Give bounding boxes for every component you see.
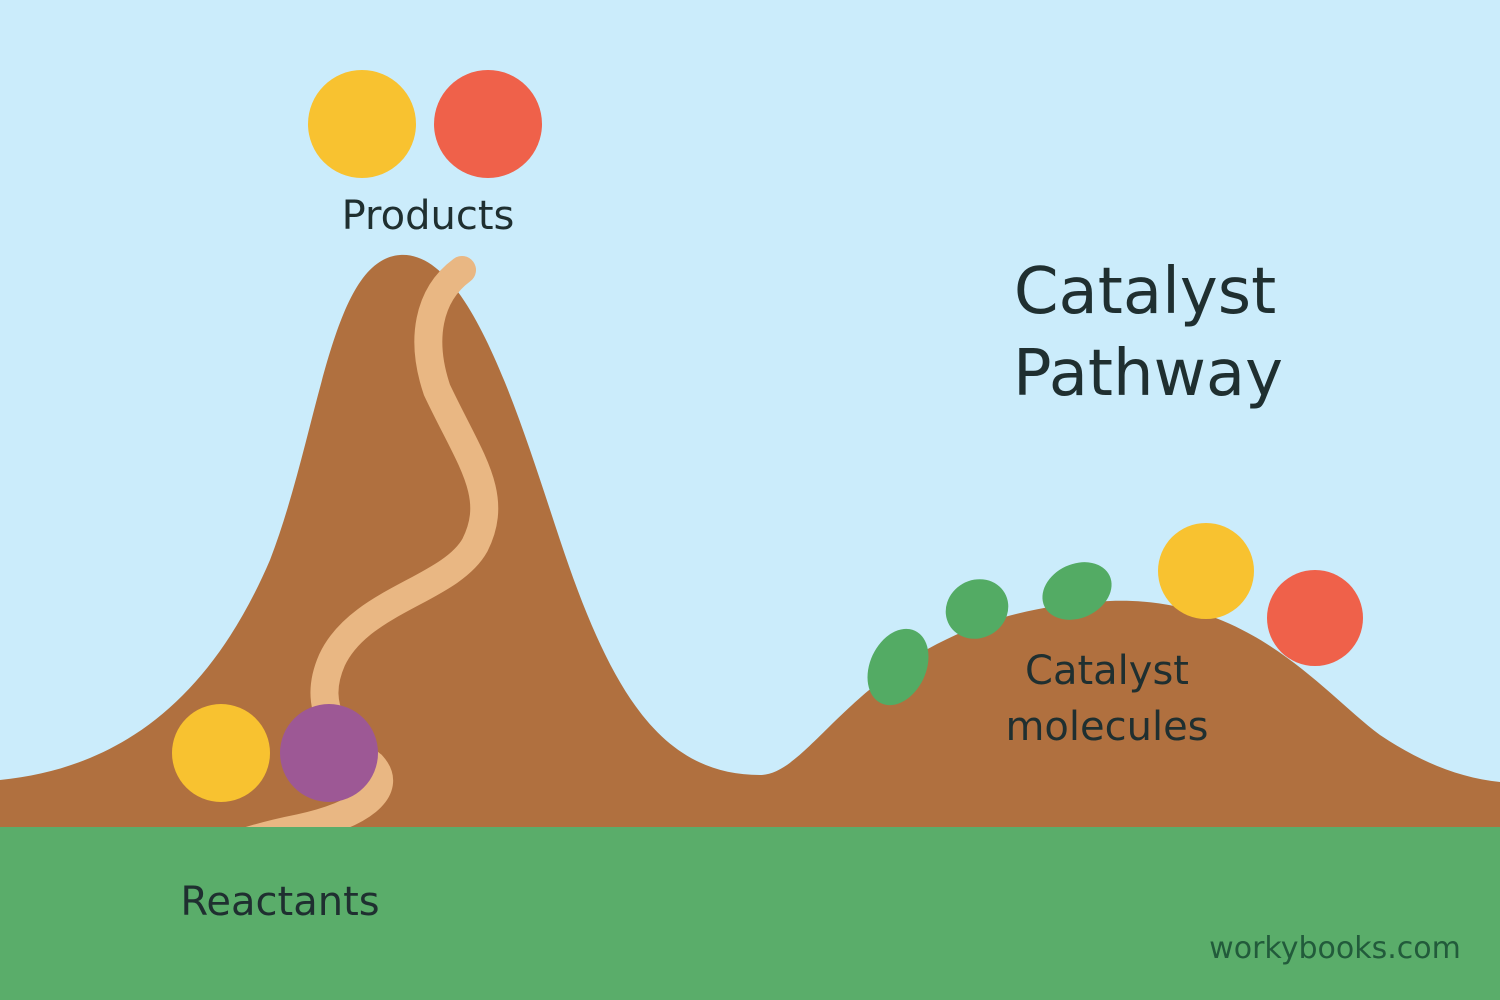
catalyst-molecules-label-line2: molecules [1005,704,1208,750]
catalyst-molecules-label-line1: Catalyst [1025,648,1189,694]
catalyzed-product-molecule-red [1267,570,1363,666]
catalyzed-products-group [1158,523,1363,666]
products-label: Products [342,193,515,239]
footer-site-credit: workybooks.com [1209,931,1461,966]
products-group: Products [308,70,542,239]
mountain-terrain [0,254,1500,830]
product-molecule-red [434,70,542,178]
catalyst-molecules-group: Catalyst molecules [867,562,1209,750]
catalyst-molecule [867,628,929,706]
product-molecule-yellow [308,70,416,178]
reactants-label: Reactants [180,879,379,925]
reactant-molecule-yellow [172,704,270,802]
catalyzed-product-molecule-yellow [1158,523,1254,619]
catalyst-molecule [945,579,1009,639]
reactants-group: Reactants [172,704,380,925]
catalyst-molecule [1042,562,1112,620]
diagram-title-line1: Catalyst [1014,255,1276,329]
ground [0,827,1500,1000]
reactant-molecule-purple [280,704,378,802]
diagram-title-line2: Pathway [1013,337,1283,411]
